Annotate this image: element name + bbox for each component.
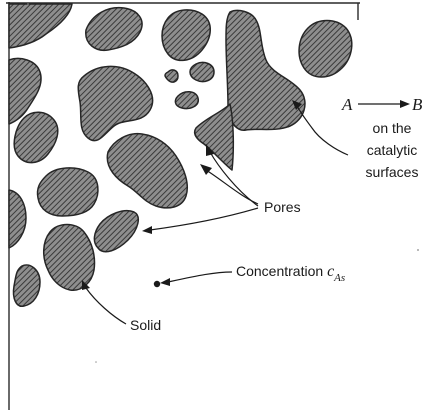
solid-particle (37, 168, 97, 216)
scan-speck (27, 3, 29, 5)
reactant-a-label: A (341, 95, 353, 114)
solid-particle (14, 112, 58, 162)
concentration-text: Concentration (236, 263, 327, 279)
solid-leader (86, 288, 126, 324)
solid-particle (86, 8, 142, 51)
solid-particles (9, 4, 352, 306)
reaction-label: A B on the catalytic surfaces (292, 95, 423, 180)
solid-particle (44, 225, 95, 291)
scan-speck (417, 249, 419, 251)
reaction-arrow-head-icon (400, 100, 410, 108)
solid-particle (9, 4, 72, 48)
pores-leader-3 (150, 208, 258, 230)
product-b-label: B (412, 95, 423, 114)
concentration-subscript: As (333, 272, 345, 284)
solid-annotation: Solid (82, 280, 161, 333)
pores-leader-2 (210, 152, 258, 206)
solid-particle (165, 70, 178, 82)
concentration-annotation: Concentration cAs (154, 263, 345, 287)
solid-particle (195, 104, 234, 170)
pores-arrow-3-icon (142, 226, 152, 234)
solid-particle (190, 62, 214, 81)
solid-particle (13, 265, 40, 306)
reaction-line2: on the (373, 120, 412, 136)
solid-particle (78, 66, 152, 140)
solid-particle (299, 21, 352, 78)
reaction-line4: surfaces (366, 164, 419, 180)
concentration-point (154, 281, 160, 287)
solid-particle (9, 190, 26, 248)
reaction-line3: catalytic (367, 142, 418, 158)
solid-particle (226, 10, 305, 130)
solid-label: Solid (130, 317, 161, 333)
solid-particle (94, 211, 138, 252)
pores-leader-1 (206, 170, 258, 204)
pores-label: Pores (264, 199, 301, 215)
solid-particle (107, 134, 187, 208)
concentration-symbol: c (327, 263, 334, 280)
concentration-leader (168, 272, 232, 282)
concentration-label: Concentration cAs (236, 263, 345, 284)
solid-particle (162, 10, 210, 60)
scan-speck (95, 361, 97, 363)
solid-particle (175, 92, 198, 109)
concentration-arrow-icon (160, 278, 170, 286)
